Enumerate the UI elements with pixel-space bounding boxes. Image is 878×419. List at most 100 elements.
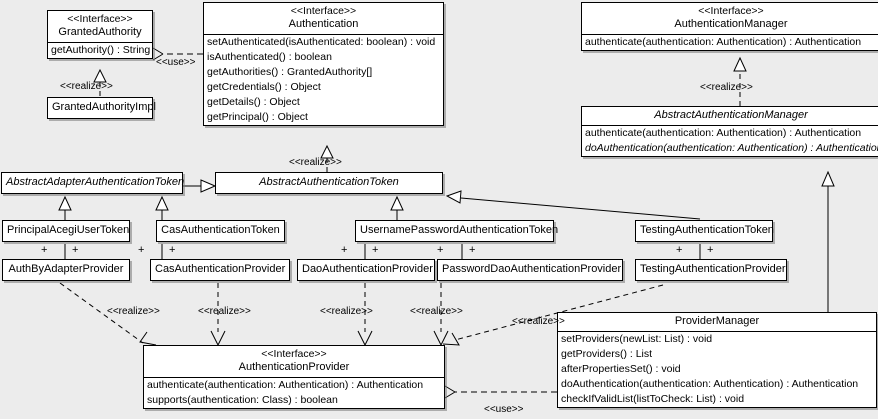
member-item: setAuthenticated(isAuthenticated: boolea… <box>207 36 436 48</box>
member-item: supports(authentication: Class) : boolea… <box>147 394 338 406</box>
class-name: AuthByAdapterProvider <box>8 263 124 275</box>
class-abstract-adapter-authentication-token[interactable]: AbstractAdapterAuthenticationToken <box>1 172 185 194</box>
member-item: afterPropertiesSet() : void <box>561 363 681 375</box>
class-name: ProviderManager <box>674 315 760 327</box>
class-header: PasswordDaoAuthenticationProvider <box>438 260 622 280</box>
multiplicity-plus: + <box>72 244 79 256</box>
class-name: AuthenticationManager <box>674 18 788 30</box>
member-list: authenticate(authentication: Authenticat… <box>582 35 878 50</box>
edge-label-realize-grantedauthorityimpl: <<realize>> <box>60 81 113 92</box>
multiplicity-plus: + <box>169 244 176 256</box>
class-header: AbstractAdapterAuthenticationToken <box>2 173 185 193</box>
class-header: PrincipalAcegiUserToken <box>3 221 129 241</box>
class-name: PrincipalAcegiUserToken <box>7 224 130 236</box>
class-header: UsernamePasswordAuthenticationToken <box>356 221 559 241</box>
edge-label-realize-abstractauthenticationtoken: <<realize>> <box>289 157 342 168</box>
multiplicity-plus: + <box>469 244 476 256</box>
class-name: AbstractAdapterAuthenticationToken <box>6 176 185 188</box>
multiplicity-plus: + <box>437 244 444 256</box>
member-item: setProviders(newList: List) : void <box>561 333 713 345</box>
class-header: TestingAuthenticationProvider <box>636 260 786 280</box>
member-item: doAuthentication(authentication: Authent… <box>561 378 859 390</box>
class-header: AuthByAdapterProvider <box>3 260 129 280</box>
edge-providermanager-uses-authenticationprovider <box>444 385 557 399</box>
class-testing-authentication-token[interactable]: TestingAuthenticationToken <box>635 220 774 242</box>
member-item: getProviders() : List <box>561 348 653 360</box>
member-item: checkIfValidList(listToCheck: List) : vo… <box>561 393 745 405</box>
stereotype-label: <<Interface>> <box>67 13 133 25</box>
multiplicity-plus: + <box>138 244 145 256</box>
multiplicity-plus: + <box>41 244 48 256</box>
edge-testingauthenticationtoken-extends-abstractauthenticationtoken <box>445 190 701 220</box>
edge-label-realize-daoauthenticationprovider: <<realize>> <box>320 306 373 317</box>
stereotype-label: <<Interface>> <box>290 5 357 17</box>
class-authentication-provider[interactable]: <<Interface>> AuthenticationProvider aut… <box>143 345 445 409</box>
member-item: isAuthenticated() : boolean <box>207 51 332 63</box>
class-abstract-authentication-token[interactable]: AbstractAuthenticationToken <box>215 172 443 194</box>
class-provider-manager[interactable]: ProviderManager setProviders(newList: Li… <box>557 312 877 408</box>
class-name: CasAuthenticationToken <box>161 224 280 236</box>
class-header: GrantedAuthorityImpl <box>48 98 156 118</box>
member-item: doAuthentication(authentication: Authent… <box>585 142 878 154</box>
edge-label-use-grantedauthority: <<use>> <box>156 57 196 68</box>
class-name: AbstractAuthenticationManager <box>654 109 808 121</box>
member-item: getPrincipal() : Object <box>207 111 308 123</box>
member-item: getCredentials() : Object <box>207 81 321 93</box>
class-header: DaoAuthenticationProvider <box>298 260 434 280</box>
stereotype-label: <<Interface>> <box>698 5 764 17</box>
class-name: PasswordDaoAuthenticationProvider <box>442 263 622 275</box>
edge-label-use-providermanager: <<use>> <box>484 404 524 415</box>
class-name: UsernamePasswordAuthenticationToken <box>360 224 559 236</box>
class-header: CasAuthenticationProvider <box>151 260 289 280</box>
class-name: TestingAuthenticationToken <box>640 224 774 236</box>
multiplicity-plus: + <box>372 244 379 256</box>
class-username-password-authentication-token[interactable]: UsernamePasswordAuthenticationToken <box>355 220 559 242</box>
class-name: DaoAuthenticationProvider <box>302 263 433 275</box>
class-granted-authority-impl[interactable]: GrantedAuthorityImpl <box>47 97 156 119</box>
class-authentication[interactable]: <<Interface>> Authentication setAuthenti… <box>203 2 444 126</box>
class-principal-acegi-user-token[interactable]: PrincipalAcegiUserToken <box>2 220 130 242</box>
class-name: GrantedAuthority <box>58 26 142 38</box>
class-name: Authentication <box>288 18 359 30</box>
class-dao-authentication-provider[interactable]: DaoAuthenticationProvider <box>297 259 435 281</box>
class-header: CasAuthenticationToken <box>157 221 284 241</box>
class-name: AbstractAuthenticationToken <box>259 176 399 188</box>
class-abstract-authentication-manager[interactable]: AbstractAuthenticationManager authentica… <box>581 106 878 157</box>
class-header: TestingAuthenticationToken <box>636 221 774 241</box>
class-name: GrantedAuthorityImpl <box>52 101 156 113</box>
edge-usernamepasswordtoken-extends-abstractauthenticationtoken <box>390 195 404 220</box>
edge-principalacegiusertoken-extends-abstractadapter <box>58 195 72 220</box>
class-header: <<Interface>> AuthenticationProvider <box>144 346 444 378</box>
member-list: authenticate(authentication: Authenticat… <box>582 126 878 156</box>
class-cas-authentication-provider[interactable]: CasAuthenticationProvider <box>150 259 290 281</box>
member-item: getAuthority() : String <box>51 44 151 56</box>
member-item: authenticate(authentication: Authenticat… <box>147 379 424 391</box>
member-item: getAuthorities() : GrantedAuthority[] <box>207 66 373 78</box>
class-header: <<Interface>> AuthenticationManager <box>582 3 878 35</box>
multiplicity-plus: + <box>707 244 714 256</box>
edge-casauthenticationtoken-extends-abstractauthenticationtoken <box>155 195 169 220</box>
class-header: AbstractAuthenticationManager <box>582 107 878 126</box>
class-header: ProviderManager <box>558 313 876 332</box>
multiplicity-plus: + <box>676 244 683 256</box>
edge-label-realize-abstractauthenticationmanager: <<realize>> <box>700 82 753 93</box>
edge-providermanager-extends-abstractauthenticationmanager <box>821 170 835 312</box>
member-item: authenticate(authentication: Authenticat… <box>585 127 862 139</box>
class-authentication-manager[interactable]: <<Interface>> AuthenticationManager auth… <box>581 2 878 51</box>
class-testing-authentication-provider[interactable]: TestingAuthenticationProvider <box>635 259 787 281</box>
member-list: setProviders(newList: List) : void getPr… <box>558 332 876 407</box>
class-header: <<Interface>> Authentication <box>204 3 443 35</box>
class-name: TestingAuthenticationProvider <box>640 263 786 275</box>
edge-label-realize-passworddaoprovider: <<realize>> <box>410 306 463 317</box>
class-header: AbstractAuthenticationToken <box>216 173 442 193</box>
class-auth-by-adapter-provider[interactable]: AuthByAdapterProvider <box>2 259 130 281</box>
edge-label-realize-casauthenticationprovider: <<realize>> <box>198 306 251 317</box>
member-list: authenticate(authentication: Authenticat… <box>144 378 444 408</box>
class-name: AuthenticationProvider <box>238 361 350 373</box>
class-cas-authentication-token[interactable]: CasAuthenticationToken <box>156 220 285 242</box>
edge-label-realize-authbyadapterprovider: <<realize>> <box>107 306 160 317</box>
class-password-dao-authentication-provider[interactable]: PasswordDaoAuthenticationProvider <box>437 259 623 281</box>
class-granted-authority[interactable]: <<Interface>> GrantedAuthority getAuthor… <box>47 10 153 59</box>
stereotype-label: <<Interface>> <box>261 348 327 360</box>
